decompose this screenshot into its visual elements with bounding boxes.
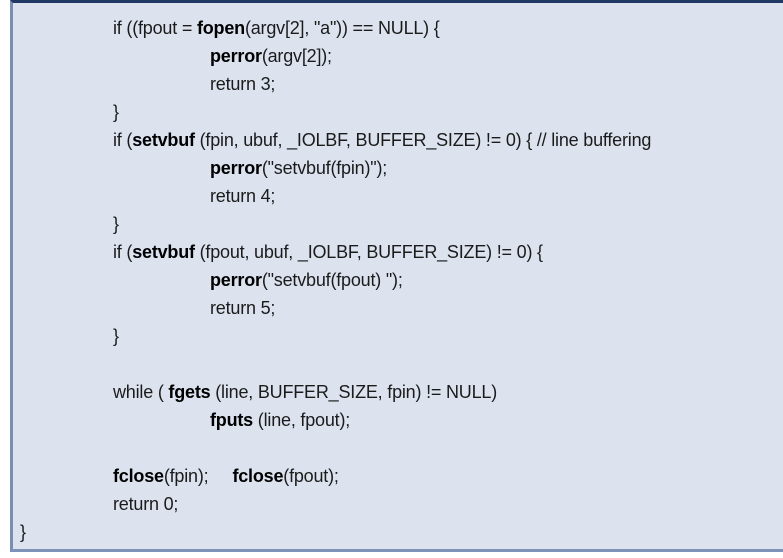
code-panel: if ((fpout = fopen(argv[2], "a")) == NUL… bbox=[10, 0, 783, 552]
code-text: (line, fpout); bbox=[253, 410, 351, 430]
code-text: return 0; bbox=[113, 494, 179, 514]
code-line: if (setvbuf (fpout, ubuf, _IOLBF, BUFFER… bbox=[13, 238, 783, 266]
code-line: fputs (line, fpout); bbox=[13, 406, 783, 434]
code-text: if ( bbox=[113, 242, 133, 262]
code-line: } bbox=[13, 210, 783, 238]
code-line: perror(argv[2]); bbox=[13, 42, 783, 70]
code-line: } bbox=[13, 98, 783, 126]
code-line: fclose(fpin); fclose(fpout); bbox=[13, 462, 783, 490]
code-text: return 3; bbox=[210, 74, 276, 94]
code-keyword: perror bbox=[210, 46, 262, 66]
code-line: } bbox=[13, 518, 783, 546]
code-text: ("setvbuf(fpout) "); bbox=[261, 270, 403, 290]
code-text: } bbox=[20, 522, 26, 542]
code-line: perror("setvbuf(fpout) "); bbox=[13, 266, 783, 294]
code-keyword: fopen bbox=[196, 18, 245, 38]
code-block: if ((fpout = fopen(argv[2], "a")) == NUL… bbox=[13, 3, 783, 546]
code-text: return 4; bbox=[210, 186, 276, 206]
code-line: return 5; bbox=[13, 294, 783, 322]
code-text: (fpin); bbox=[163, 466, 233, 486]
code-keyword: fputs bbox=[210, 410, 253, 430]
code-keyword: setvbuf bbox=[132, 242, 195, 262]
code-keyword: fclose bbox=[232, 466, 284, 486]
code-keyword: perror bbox=[210, 158, 262, 178]
code-text: (fpin, ubuf, _IOLBF, BUFFER_SIZE) != 0) … bbox=[194, 130, 652, 150]
code-line: if (setvbuf (fpin, ubuf, _IOLBF, BUFFER_… bbox=[13, 126, 783, 154]
code-line: perror("setvbuf(fpin)"); bbox=[13, 154, 783, 182]
code-text: ("setvbuf(fpin)"); bbox=[261, 158, 388, 178]
code-line bbox=[13, 350, 783, 378]
code-text: while ( bbox=[113, 382, 169, 402]
code-text: if ((fpout = bbox=[113, 18, 197, 38]
code-keyword: fclose bbox=[113, 466, 164, 486]
code-text: return 5; bbox=[210, 298, 276, 318]
code-keyword: perror bbox=[210, 270, 262, 290]
code-text: (line, BUFFER_SIZE, fpin) != NULL) bbox=[210, 382, 498, 402]
code-line: } bbox=[13, 322, 783, 350]
code-text: (argv[2]); bbox=[261, 46, 332, 66]
code-text: (fpout, ubuf, _IOLBF, BUFFER_SIZE) != 0)… bbox=[194, 242, 543, 262]
code-keyword: setvbuf bbox=[132, 130, 195, 150]
code-line: while ( fgets (line, BUFFER_SIZE, fpin) … bbox=[13, 378, 783, 406]
code-text: } bbox=[113, 326, 119, 346]
code-text: (fpout); bbox=[283, 466, 339, 486]
code-line: if ((fpout = fopen(argv[2], "a")) == NUL… bbox=[13, 14, 783, 42]
code-line bbox=[13, 434, 783, 462]
code-text: } bbox=[113, 102, 119, 122]
code-keyword: fgets bbox=[168, 382, 211, 402]
code-line: return 4; bbox=[13, 182, 783, 210]
code-text: } bbox=[113, 214, 119, 234]
code-text: if ( bbox=[113, 130, 133, 150]
code-line: return 3; bbox=[13, 70, 783, 98]
code-line: return 0; bbox=[13, 490, 783, 518]
code-text: (argv[2], "a")) == NULL) { bbox=[244, 18, 440, 38]
